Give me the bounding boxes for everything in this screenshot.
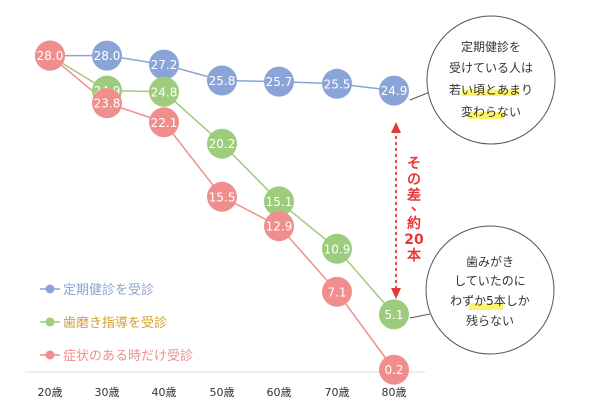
x-tick-label-3: 50歳 (210, 386, 235, 399)
callout-bottom-bubble (425, 225, 555, 355)
data-label-symptom-6: 0.2 (384, 363, 403, 377)
data-label-brushing-2: 24.8 (151, 85, 178, 99)
data-point-symptom-3 (207, 181, 237, 212)
data-point-symptom-2 (149, 107, 179, 138)
x-tick-label-5: 70歳 (325, 386, 350, 399)
data-label-symptom-3: 15.5 (209, 190, 236, 204)
callout-bottom-line-3: わずか5本しか (450, 294, 530, 308)
difference-char-6: 20 (404, 232, 424, 248)
difference-char-4: 、 (411, 198, 425, 214)
data-label-symptom-0: 28.0 (37, 49, 64, 63)
legend-item-brushing: 歯磨き指導を受診 (40, 315, 167, 331)
x-axis-ticks: 20歳 30歳 40歳 50歳 60歳 70歳 80歳 (38, 386, 407, 399)
data-point-checkup-4 (264, 66, 294, 97)
data-label-checkup-3: 25.8 (209, 74, 236, 88)
callout-top-line-4: 変わらない (461, 104, 521, 119)
data-label-brushing-6: 5.1 (384, 308, 403, 322)
data-point-checkup-2 (149, 49, 179, 80)
difference-arrow-head-bottom (391, 288, 401, 299)
x-tick-label-1: 30歳 (95, 386, 120, 399)
legend-label-checkup: 定期健診を受診 (63, 282, 154, 298)
difference-arrow-head-top (391, 122, 401, 133)
data-point-brushing-6 (379, 299, 409, 330)
callout-top-line-3: 若い頃とあまり (449, 83, 533, 97)
data-label-symptom-4: 12.9 (266, 220, 293, 234)
data-label-symptom-1: 23.8 (94, 97, 121, 111)
difference-label: そ の 差 、 約 20 本 (404, 156, 425, 264)
x-tick-label-6: 80歳 (382, 386, 407, 399)
x-tick-label-2: 40歳 (152, 386, 177, 399)
data-point-checkup-3 (207, 65, 237, 96)
data-point-brushing-5 (322, 233, 352, 264)
data-point-symptom-5 (322, 276, 352, 307)
data-point-symptom-0 (35, 40, 65, 71)
legend-item-checkup: 定期健診を受診 (40, 282, 154, 298)
data-label-symptom-5: 7.1 (327, 285, 346, 299)
callout-bottom-line-2: していたのに (454, 274, 526, 288)
data-point-symptom-6 (379, 354, 409, 385)
legend-label-brushing: 歯磨き指導を受診 (63, 315, 167, 331)
data-label-checkup-1: 28.0 (94, 49, 121, 63)
data-label-checkup-4: 25.7 (266, 75, 293, 89)
data-points: 28.028.027.225.825.725.524.924.924.820.2… (35, 40, 409, 385)
data-label-brushing-5: 10.9 (324, 242, 351, 256)
data-point-checkup-5 (322, 68, 352, 99)
legend-marker-brushing (45, 317, 55, 327)
data-point-brushing-4 (264, 186, 294, 217)
callout-top-line-2: 受けている人は (449, 61, 533, 75)
x-tick-label-4: 60歳 (267, 386, 292, 399)
legend-label-symptom: 症状のある時だけ受診 (63, 348, 193, 364)
data-label-checkup-6: 24.9 (381, 84, 408, 98)
difference-char-2: の (407, 172, 421, 188)
data-label-brushing-3: 20.2 (209, 137, 236, 151)
data-point-symptom-4 (264, 211, 294, 242)
difference-char-1: そ (407, 156, 421, 172)
callout-top-line-1: 定期健診を (461, 39, 521, 54)
x-tick-label-0: 20歳 (38, 386, 63, 399)
legend: 定期健診を受診 歯磨き指導を受診 症状のある時だけ受診 (40, 282, 193, 364)
callout-bottom-line-4: 残らない (466, 314, 514, 328)
data-point-brushing-3 (207, 128, 237, 159)
callout-bottom-connector (409, 313, 431, 319)
data-point-checkup-1 (92, 40, 122, 71)
data-label-brushing-4: 15.1 (266, 195, 293, 209)
data-label-symptom-2: 22.1 (151, 116, 178, 130)
data-label-checkup-2: 27.2 (151, 58, 178, 72)
legend-marker-checkup (45, 284, 55, 294)
difference-char-3: 差 (407, 187, 421, 204)
difference-char-7: 本 (407, 247, 422, 264)
data-label-checkup-5: 25.5 (324, 77, 351, 91)
data-point-symptom-1 (92, 88, 122, 119)
difference-char-5: 約 (407, 215, 421, 232)
callout-bottom-line-1: 歯みがき (466, 254, 514, 269)
data-point-checkup-6 (379, 75, 409, 106)
legend-marker-symptom (45, 350, 55, 360)
callout-top-connector (409, 91, 431, 101)
callout-top-highlights (462, 89, 519, 119)
callout-top-bubble (426, 15, 556, 145)
legend-item-symptom: 症状のある時だけ受診 (40, 348, 193, 364)
callout-bottom-highlights (469, 303, 503, 310)
data-point-brushing-2 (149, 76, 179, 107)
